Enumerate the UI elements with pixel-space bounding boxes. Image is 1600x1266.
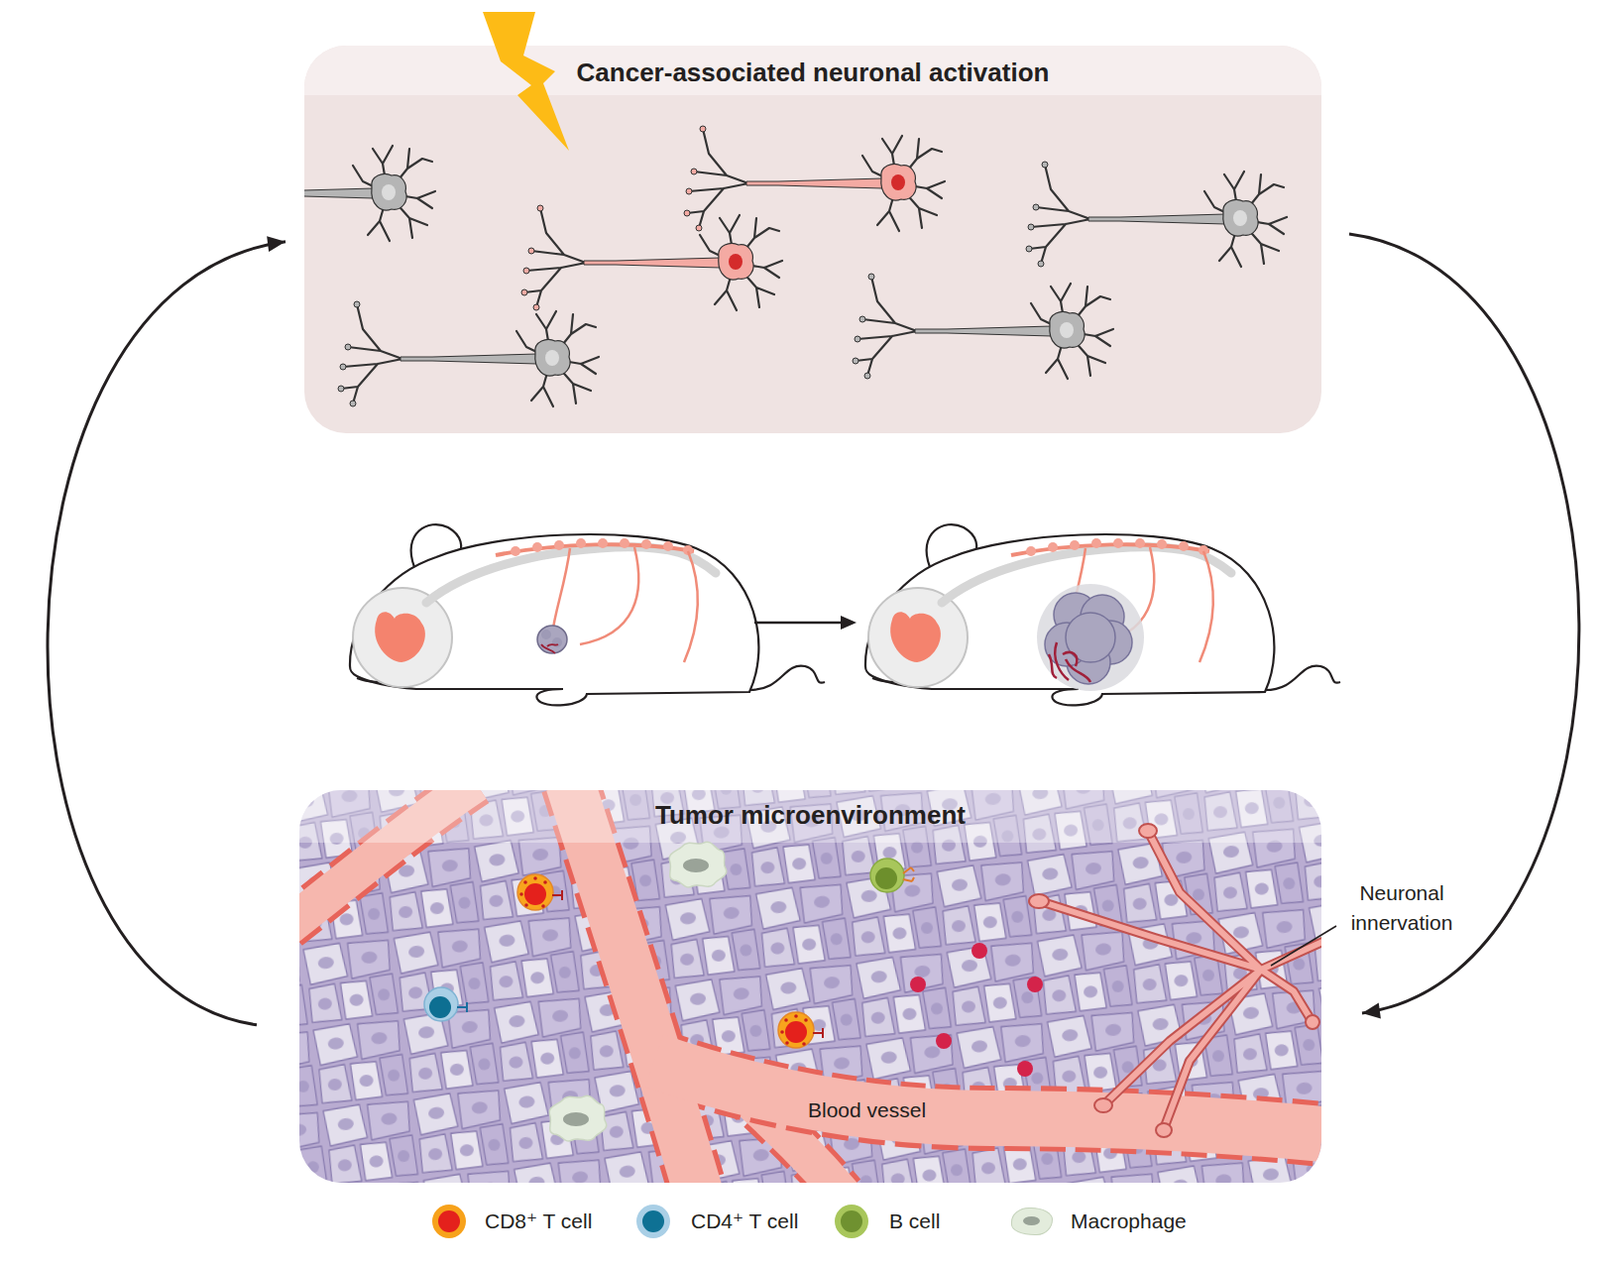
legend-swatch [840, 1210, 863, 1233]
leader-line [1270, 925, 1337, 966]
legend-item: B cell [827, 1204, 940, 1239]
neurons [304, 125, 1287, 407]
arrowhead [266, 235, 286, 252]
panel-title: Cancer-associated neuronal activation [304, 57, 1322, 89]
cycle-arrow-line [47, 241, 286, 1026]
legend-item: CD8⁺ T cell [425, 1204, 592, 1239]
progression-arrow [754, 615, 857, 630]
macrophage-nucleus [1023, 1216, 1040, 1226]
immune-cells [424, 841, 915, 1142]
legend-text: Macrophage [1070, 1209, 1187, 1234]
blood-vessels [299, 790, 1322, 1183]
legend-swatch [438, 1210, 460, 1233]
innervation-label-text: Neuronal innervation [1351, 881, 1454, 934]
neuron-panel [174, 45, 1322, 434]
secreted-factors [910, 942, 1043, 1077]
legend-text: CD8⁺ T cell [484, 1209, 592, 1234]
panel-title: Tumor microenvironment [299, 800, 1322, 831]
vessel-label-text: Blood vessel [807, 1098, 926, 1122]
tumor-panel [299, 790, 1322, 1183]
mouse-before [349, 524, 825, 705]
innervation-label: Neuronal innervation [1338, 878, 1466, 939]
legend-item: Macrophage [1008, 1204, 1187, 1239]
vessel-label: Blood vessel [807, 1097, 926, 1123]
tumor-panel: Tumor microenvironment [299, 790, 1322, 1183]
legend-swatch [642, 1210, 665, 1233]
lightning-bolt [482, 11, 570, 151]
neuron-panel: Cancer-associated neuronal activation [304, 45, 1322, 434]
cycle-arrow [47, 235, 286, 1026]
legend-item: CD4⁺ T cell [629, 1204, 799, 1239]
cycle-arrow-line [1349, 233, 1580, 1014]
cycle-arrow [1349, 233, 1580, 1019]
nerve-fiber [1028, 823, 1322, 1138]
legend-text: CD4⁺ T cell [690, 1209, 799, 1234]
arrowhead [1362, 1003, 1381, 1020]
legend-swatch [1011, 1207, 1053, 1236]
mouse-after [865, 524, 1341, 705]
legend-text: B cell [889, 1209, 940, 1234]
